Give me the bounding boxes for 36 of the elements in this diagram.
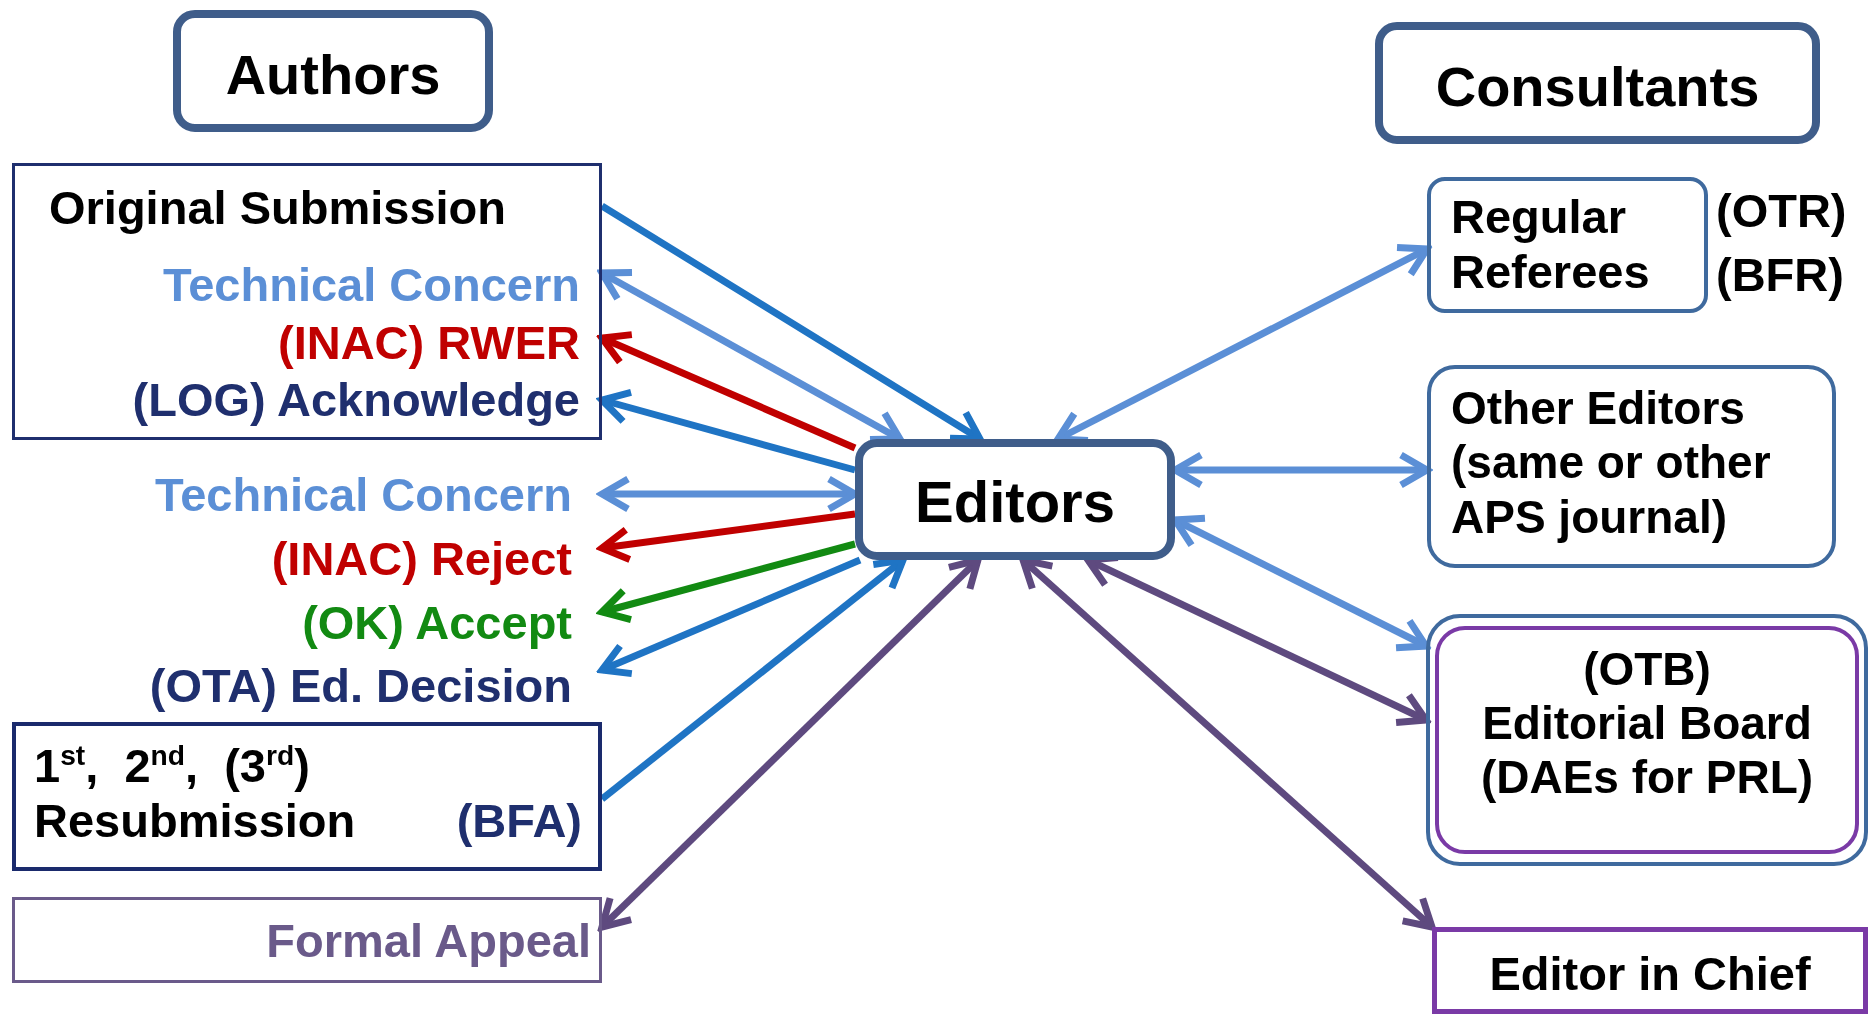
group-title-box	[173, 10, 493, 132]
box-text: (OTA) Ed. Decision	[148, 658, 572, 714]
box-text: Editorial Board (DAEs for PRL)	[1479, 696, 1815, 805]
group-title-box	[1375, 22, 1820, 144]
editors-box	[855, 439, 1175, 560]
box-text: Consultants	[1434, 54, 1761, 120]
box-text: Other Editors (same or other APS journal)	[1451, 381, 1772, 544]
arrow	[598, 389, 856, 474]
box-text: Formal Appeal	[265, 913, 591, 969]
code-label: (OTR)	[1716, 183, 1847, 239]
box-text: Editors	[914, 468, 1116, 536]
box-text: (LOG) Acknowledge	[131, 372, 580, 428]
box-heading: (OTB)	[1582, 642, 1712, 697]
box-text: (INAC) Reject	[270, 531, 572, 587]
arrow	[598, 331, 857, 452]
box-text: Regular Referees	[1451, 189, 1651, 300]
code-label: (BFR)	[1716, 247, 1844, 303]
referees-box	[1427, 177, 1708, 313]
box-text: Authors	[224, 42, 442, 108]
submission-box	[12, 163, 602, 440]
box-text: Editor in Chief	[1488, 946, 1812, 1002]
box-text: (INAC) RWER	[277, 315, 580, 371]
appeal-box	[12, 897, 602, 983]
box-heading: 1$^{st}$, 2$^{nd}$, (3$^{rd}$) Resubmission	[34, 738, 357, 849]
arrow	[598, 556, 862, 678]
arrow	[598, 510, 856, 563]
box-text: Technical Concern	[162, 257, 580, 313]
resubmission-box	[12, 722, 602, 871]
chief-box	[1432, 927, 1868, 1014]
double-arrow	[598, 269, 904, 443]
box-text: (OK) Accept	[301, 595, 572, 651]
box-text: (BFA)	[455, 793, 582, 849]
box-heading: Original Submission	[49, 180, 507, 236]
arrow	[598, 540, 856, 624]
editors-box	[1427, 365, 1836, 568]
box-text: Technical Concern	[154, 467, 572, 523]
